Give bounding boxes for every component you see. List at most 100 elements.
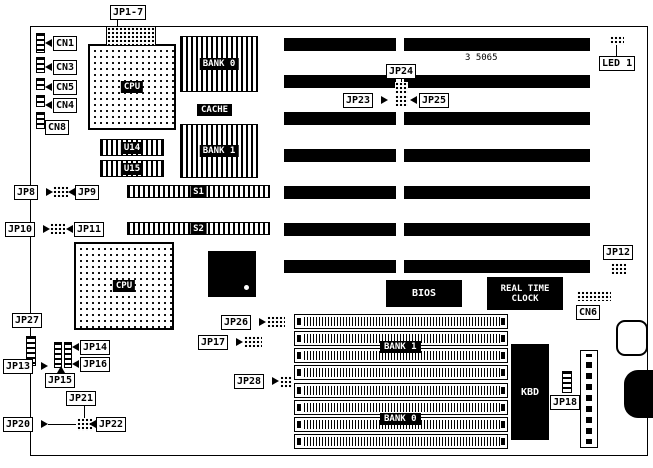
jp23-arrow-icon bbox=[381, 96, 388, 104]
jp18-label: JP18 bbox=[550, 395, 581, 410]
cn5-connector bbox=[36, 78, 45, 90]
isa-slot bbox=[284, 186, 396, 199]
isa-slot bbox=[284, 223, 396, 236]
silkscreen-code: 3 5065 bbox=[465, 53, 498, 63]
cn4-connector bbox=[36, 95, 45, 107]
qfp-pin1-dot-icon bbox=[244, 285, 249, 290]
cn4-label: CN4 bbox=[53, 98, 78, 113]
jp9-label: JP9 bbox=[75, 185, 100, 200]
jp22-label: JP22 bbox=[96, 417, 127, 432]
jp17-arrow-icon bbox=[236, 338, 243, 346]
cache-bank0-chip: BANK 0 bbox=[180, 36, 258, 92]
u15-chip: U15 bbox=[100, 160, 164, 177]
jp24-label: JP24 bbox=[386, 64, 417, 79]
jp24-connector bbox=[395, 82, 408, 94]
jp1-7-callout-line bbox=[117, 19, 118, 27]
cn1-connector bbox=[36, 33, 45, 53]
jp10-jp11-connector bbox=[50, 223, 65, 234]
jp24-callout-line bbox=[401, 79, 402, 83]
s1-chip: S1 bbox=[127, 185, 270, 198]
jp13-label: JP13 bbox=[3, 359, 34, 374]
jp16-label: JP16 bbox=[80, 357, 111, 372]
rtc-label-line2: CLOCK bbox=[511, 293, 539, 304]
jp13-arrow-icon bbox=[41, 362, 48, 370]
cn5-label: CN5 bbox=[53, 80, 78, 95]
jp20-callout-line bbox=[48, 424, 76, 425]
jp17-connector bbox=[244, 336, 262, 347]
cn3-arrow-icon bbox=[45, 63, 52, 71]
jp28-label: JP28 bbox=[234, 374, 265, 389]
jp26-label: JP26 bbox=[221, 315, 252, 330]
cn1-arrow-icon bbox=[45, 39, 52, 47]
cn5-arrow-icon bbox=[45, 83, 52, 91]
isa-slot bbox=[404, 149, 590, 162]
cn8-label: CN8 bbox=[45, 120, 70, 135]
cpu2-chip: CPU bbox=[74, 242, 174, 330]
jp21-label: JP21 bbox=[66, 391, 97, 406]
jp22-arrow-icon bbox=[89, 420, 96, 428]
u14-label: U14 bbox=[120, 141, 144, 154]
cpu2-label: CPU bbox=[112, 280, 136, 292]
jp27-callout-line bbox=[30, 328, 31, 336]
jp11-arrow-icon bbox=[66, 225, 73, 233]
cache-bank0-label: BANK 0 bbox=[199, 58, 239, 70]
jp13-jp16-connector bbox=[54, 342, 62, 368]
bios-label: BIOS bbox=[411, 288, 437, 299]
cn6-connector bbox=[577, 291, 611, 301]
isa-slot bbox=[284, 112, 396, 125]
kbd-label: KBD bbox=[520, 386, 540, 398]
jp26-connector bbox=[267, 316, 285, 327]
led1-label: LED 1 bbox=[599, 56, 636, 71]
s1-label: S1 bbox=[190, 185, 207, 198]
jp14-arrow-icon bbox=[72, 343, 79, 351]
bios-chip: BIOS bbox=[386, 280, 462, 307]
cache-label: CACHE bbox=[197, 104, 233, 116]
cache-bank1-label: BANK 1 bbox=[199, 145, 239, 157]
jp10-label: JP10 bbox=[5, 222, 36, 237]
jp25-arrow-icon bbox=[410, 96, 417, 104]
jp12-connector bbox=[611, 263, 626, 274]
jp9-arrow-icon bbox=[68, 188, 75, 196]
jp28-arrow-icon bbox=[272, 377, 279, 385]
jp10-arrow-icon bbox=[43, 225, 50, 233]
jp21-callout-line bbox=[84, 405, 85, 418]
isa-slot bbox=[284, 149, 396, 162]
isa-slot bbox=[404, 38, 590, 51]
rtc-label-line1: REAL TIME bbox=[500, 283, 550, 294]
jp17-label: JP17 bbox=[198, 335, 229, 350]
rtc-chip: REAL TIME CLOCK bbox=[487, 277, 563, 310]
jp25-label: JP25 bbox=[419, 93, 450, 108]
simm-slot bbox=[294, 314, 508, 329]
cpu1-chip: CPU bbox=[88, 44, 176, 130]
jp16-arrow-icon bbox=[72, 360, 79, 368]
isa-slot bbox=[284, 38, 396, 51]
jp8-arrow-icon bbox=[46, 188, 53, 196]
jp23-label: JP23 bbox=[343, 93, 374, 108]
cpu1-label: CPU bbox=[120, 81, 144, 93]
led1-callout-line bbox=[616, 45, 617, 56]
din-pin-column bbox=[580, 350, 598, 448]
cache-bank1-chip: BANK 1 bbox=[180, 124, 258, 178]
jp1-7-label: JP1-7 bbox=[110, 5, 147, 20]
jp1-7-header-connector bbox=[106, 26, 156, 46]
jp11-label: JP11 bbox=[74, 222, 105, 237]
jp20-arrow-icon bbox=[41, 420, 48, 428]
jp14-jp15-connector bbox=[64, 342, 72, 368]
simm-slot bbox=[294, 434, 508, 449]
s2-chip: S2 bbox=[127, 222, 270, 235]
cn3-connector bbox=[36, 57, 45, 73]
jp26-arrow-icon bbox=[259, 318, 266, 326]
jp14-label: JP14 bbox=[80, 340, 111, 355]
simm-slot bbox=[294, 365, 508, 380]
qfp-chip bbox=[208, 251, 256, 297]
u14-chip: U14 bbox=[100, 139, 164, 156]
s2-label: S2 bbox=[190, 222, 207, 235]
cn6-label: CN6 bbox=[576, 305, 601, 320]
isa-slot bbox=[404, 75, 590, 88]
jp15-label: JP15 bbox=[45, 373, 76, 388]
jp8-label: JP8 bbox=[14, 185, 39, 200]
simm-bank0-label: BANK 0 bbox=[380, 413, 421, 425]
cn1-label: CN1 bbox=[53, 36, 78, 51]
simm-slot bbox=[294, 383, 508, 398]
